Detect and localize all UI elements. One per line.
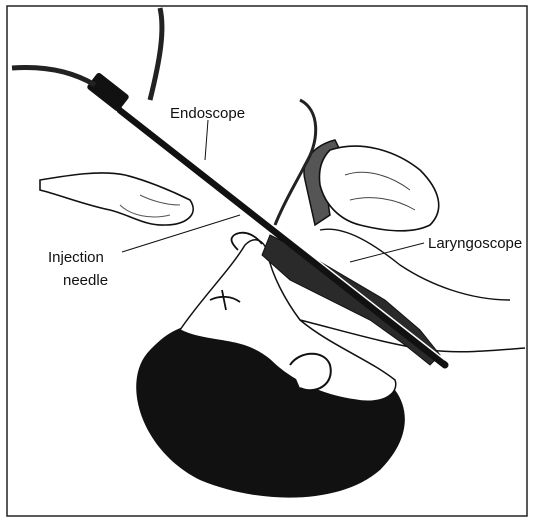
endoscope-cable-upper	[150, 8, 162, 100]
left-hand	[40, 173, 193, 225]
right-hand	[319, 146, 510, 300]
injection-needle-label-line1: Injection	[48, 249, 104, 266]
endoscope-eyepiece	[86, 72, 130, 112]
laryngoscope-leader-line	[350, 243, 424, 262]
endoscope-cable-left	[12, 68, 95, 85]
endoscope-label: Endoscope	[170, 105, 245, 122]
laryngoscope-label: Laryngoscope	[428, 235, 522, 252]
endoscope-leader-line	[205, 120, 208, 160]
injection-needle-label-line2: needle	[63, 272, 108, 289]
